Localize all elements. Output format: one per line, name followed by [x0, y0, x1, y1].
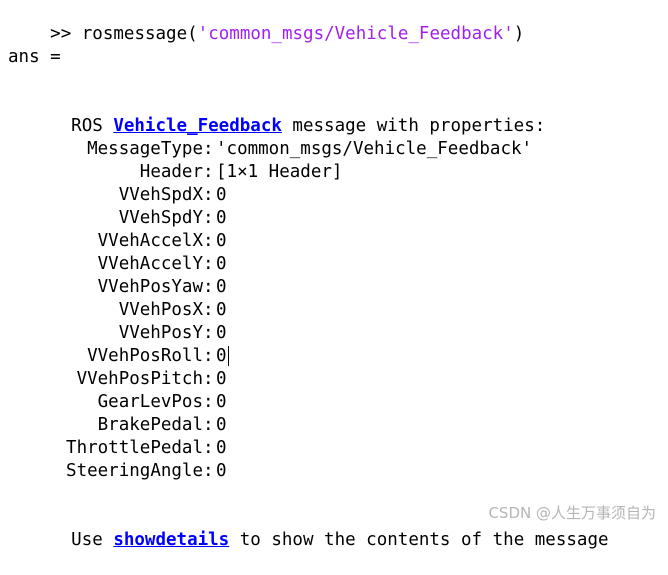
property-value: 0	[216, 254, 227, 274]
property-value: 0	[216, 277, 227, 297]
property-value: 0	[216, 300, 227, 320]
property-name: BrakePedal	[97, 415, 203, 435]
property-row: VVehPosRoll:0	[8, 345, 229, 368]
property-row: BrakePedal:0	[8, 414, 227, 437]
header-suffix: message with properties:	[281, 116, 546, 136]
property-row: VVehSpdX:0	[8, 184, 227, 207]
property-name: SteeringAngle	[66, 461, 203, 481]
header-prefix: ROS	[71, 116, 114, 136]
property-row: VVehPosPitch:0	[8, 368, 227, 391]
showdetails-link[interactable]: showdetails	[113, 530, 230, 550]
property-row: VVehAccelY:0	[8, 253, 227, 276]
property-value: 0	[216, 185, 227, 205]
matlab-command-window: >> rosmessage('common_msgs/Vehicle_Feedb…	[8, 0, 656, 550]
property-value: 0	[216, 231, 227, 251]
property-row: MessageType:'common_msgs/Vehicle_Feedbac…	[8, 138, 532, 161]
property-row: Header:[1×1 Header]	[8, 161, 343, 184]
property-value: 0	[216, 369, 227, 389]
footer-suffix: to show the contents of the message	[229, 530, 609, 550]
command-string-argument: 'common_msgs/Vehicle_Feedback'	[197, 24, 514, 44]
command-line[interactable]: >> rosmessage('common_msgs/Vehicle_Feedb…	[8, 0, 524, 44]
property-value: 0	[216, 392, 227, 412]
property-value: [1×1 Header]	[216, 162, 343, 182]
property-name: VVehSpdY	[118, 208, 203, 228]
csdn-watermark: CSDN @人生万事须自为	[488, 504, 656, 522]
property-name: VVehPosYaw	[97, 277, 203, 297]
property-row: GearLevPos:0	[8, 391, 227, 414]
property-name: Header	[139, 162, 203, 182]
property-value: 0	[216, 323, 227, 343]
command-prompt: >>	[50, 24, 82, 44]
property-name: MessageType	[87, 139, 203, 159]
property-value: 0	[216, 438, 227, 458]
property-name: VVehPosX	[118, 300, 203, 320]
property-value: 'common_msgs/Vehicle_Feedback'	[216, 139, 533, 159]
property-name: VVehPosY	[118, 323, 203, 343]
command-close-paren: )	[513, 24, 525, 44]
property-value: 0	[216, 415, 227, 435]
property-row: ThrottlePedal:0	[8, 437, 227, 460]
property-name: VVehAccelY	[97, 254, 203, 274]
property-row: SteeringAngle:0	[8, 460, 227, 483]
property-name: VVehPosPitch	[76, 369, 203, 389]
property-value: 0	[216, 461, 227, 481]
vehicle-feedback-link[interactable]: Vehicle_Feedback	[113, 116, 282, 136]
property-row: VVehPosY:0	[8, 322, 227, 345]
property-row: VVehAccelX:0	[8, 230, 227, 253]
property-row: VVehPosX:0	[8, 299, 227, 322]
command-function: rosmessage(	[81, 24, 198, 44]
message-header: ROS Vehicle_Feedback message with proper…	[29, 92, 545, 136]
property-value: 0	[216, 346, 227, 366]
property-name: GearLevPos	[97, 392, 203, 412]
ans-label: ans =	[8, 47, 61, 67]
property-name: ThrottlePedal	[66, 438, 203, 458]
footer-prefix: Use	[71, 530, 114, 550]
property-name: VVehSpdX	[118, 185, 203, 205]
property-name: VVehPosRoll	[87, 346, 203, 366]
property-row: VVehPosYaw:0	[8, 276, 227, 299]
property-name: VVehAccelX	[97, 231, 203, 251]
property-row: VVehSpdY:0	[8, 207, 227, 230]
property-value: 0	[216, 208, 227, 228]
text-cursor	[227, 346, 229, 366]
